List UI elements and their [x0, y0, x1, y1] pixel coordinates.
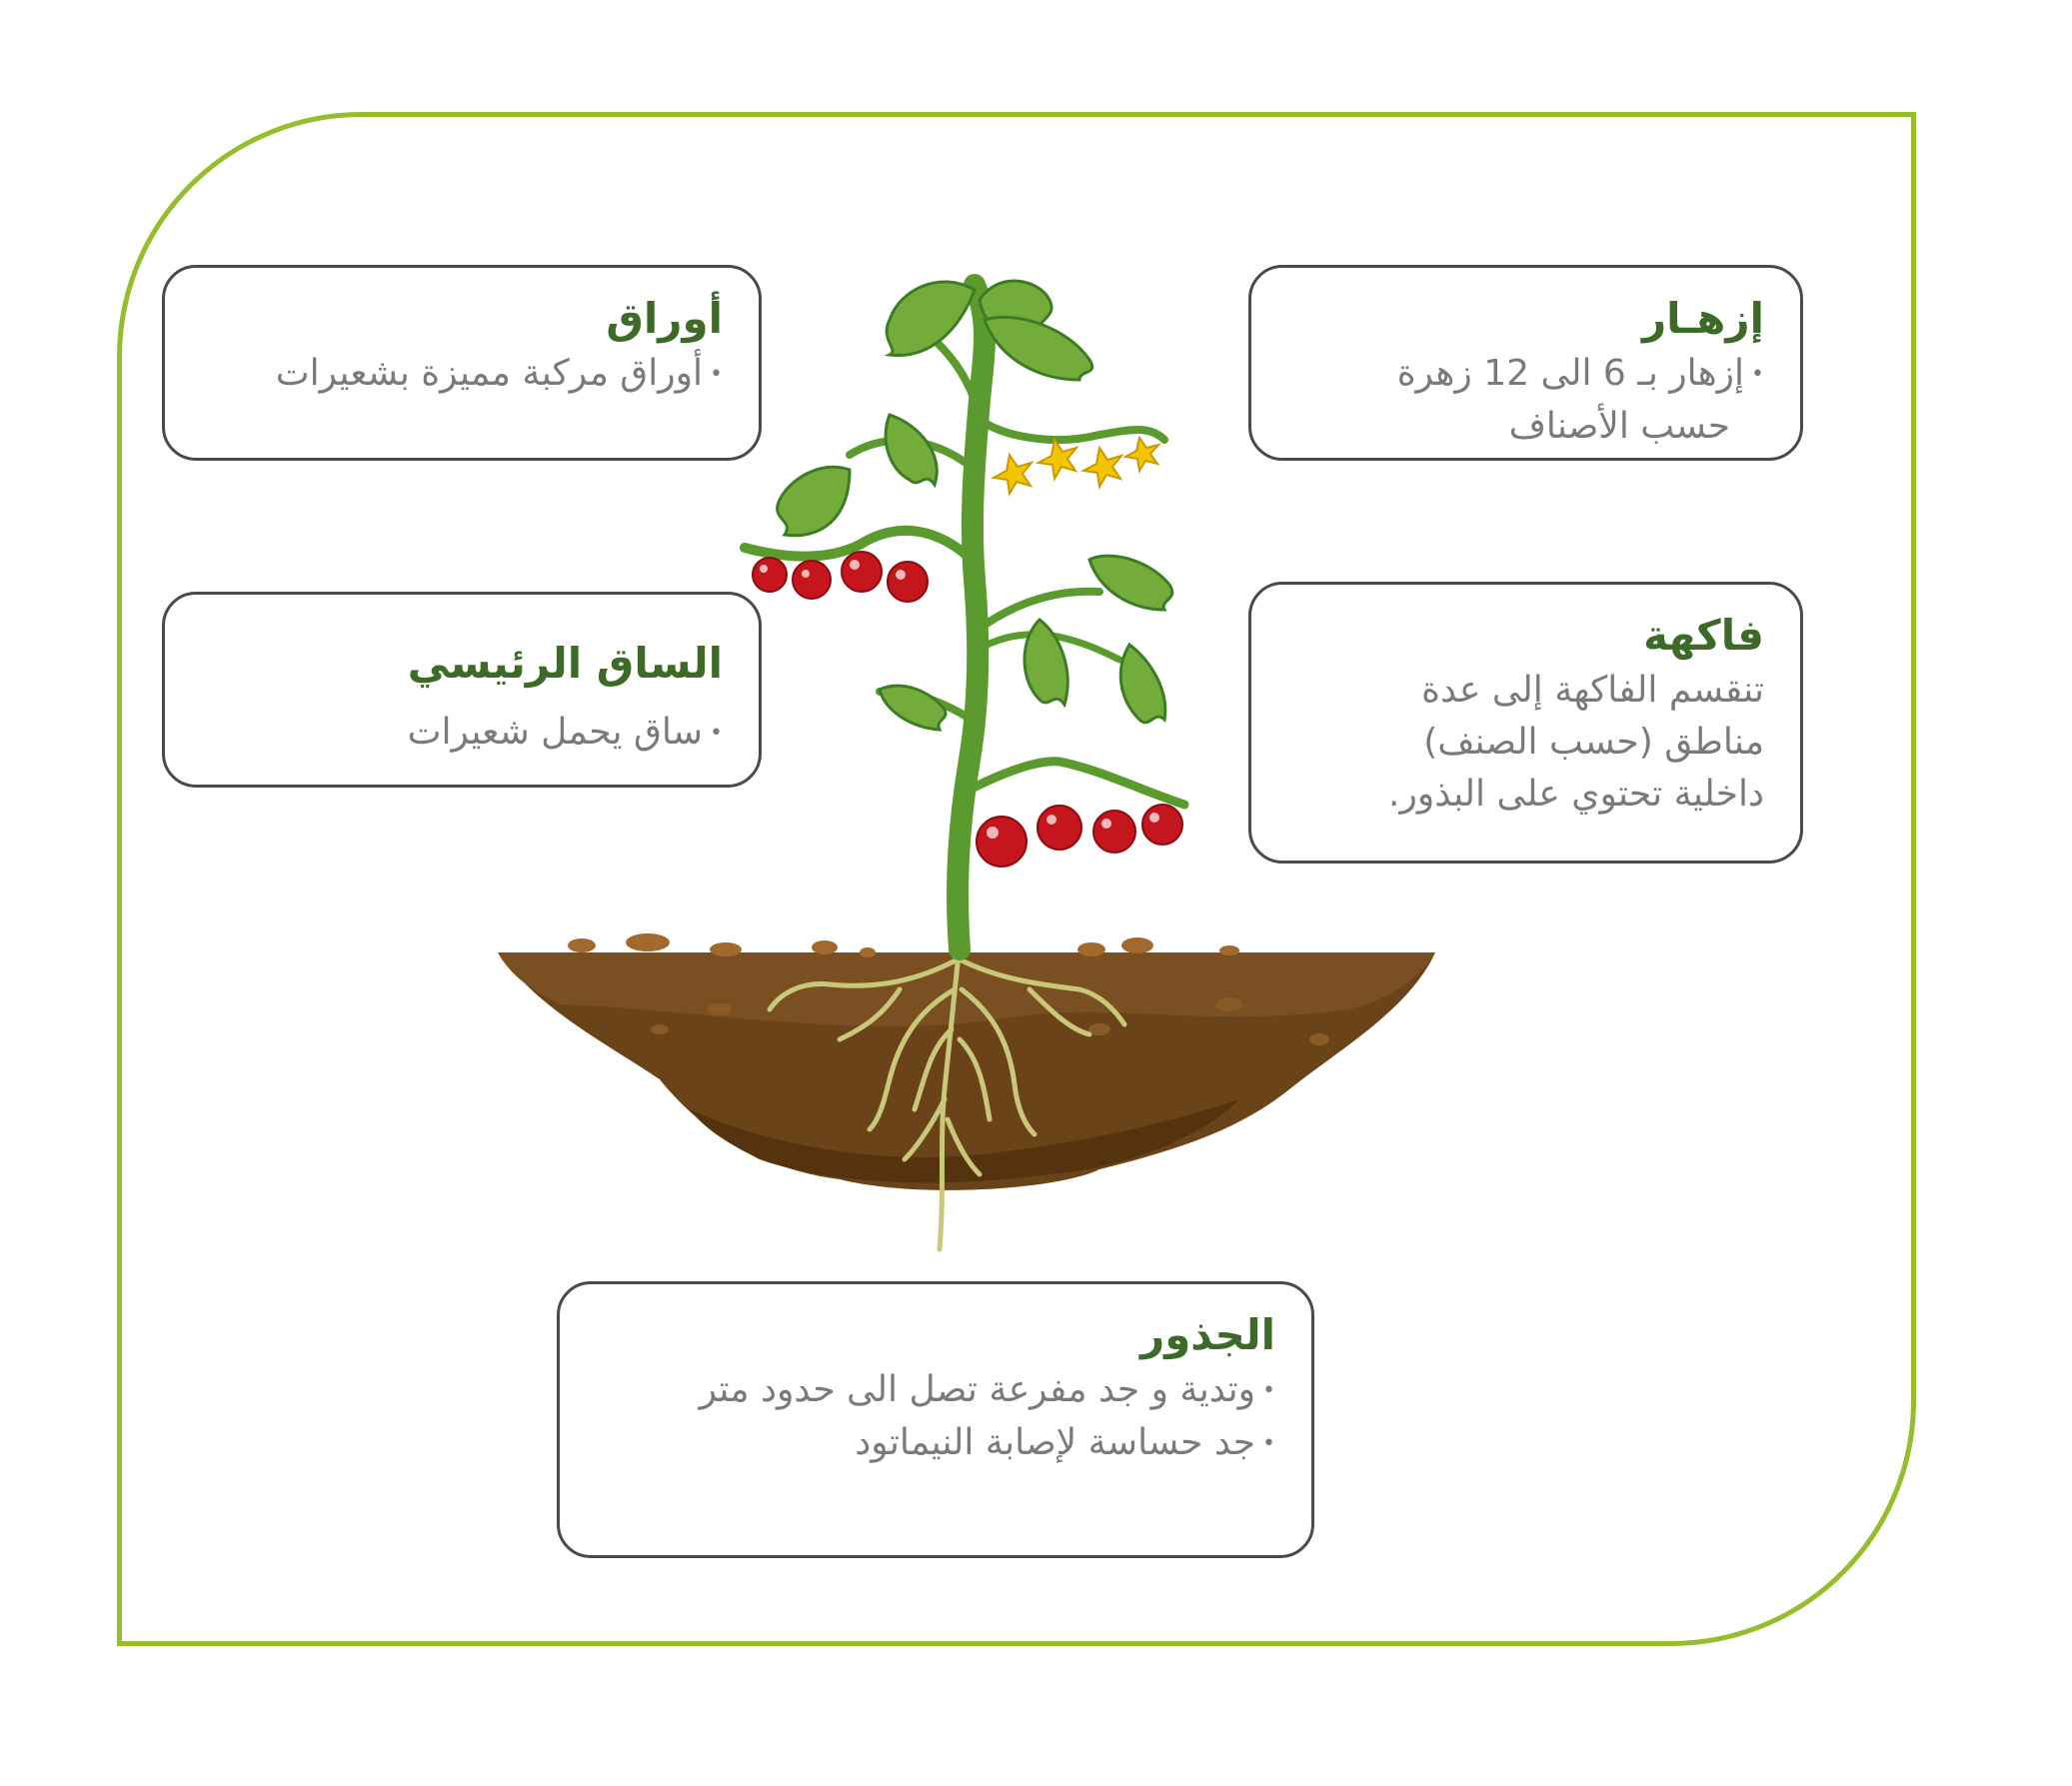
fruit-title: فاكهة [1643, 611, 1764, 660]
roots-card: الجذور وتدية و جد مفرعة تصل الى حدود متر… [557, 1281, 1314, 1558]
roots-description-line-2: جد حساسة لإصابة النيماتود [596, 1417, 1275, 1470]
leaves-description: أوراق مركبة مميزة بشعيرات [201, 348, 723, 401]
fruit-card: فاكهة تنقسم الفاكهة إلى عدة مناطق (حسب ا… [1248, 582, 1803, 864]
main-stem-card: الساق الرئيسي ساق يحمل شعيرات [162, 592, 762, 788]
flowering-description-line-2: حسب الأصناف [1508, 406, 1730, 447]
roots-description-line-1: وتدية و جد مفرعة تصل الى حدود متر [596, 1364, 1275, 1417]
roots-title: الجذور [1140, 1310, 1275, 1359]
leaves-card: أوراق أوراق مركبة مميزة بشعيرات [162, 265, 762, 461]
leaves-title: أوراق [606, 294, 723, 343]
leaves [776, 279, 1174, 732]
flowers [990, 435, 1161, 497]
flowering-card: إزهـار إزهار بـ 6 الى 12 زهرة حسب الأصنا… [1248, 265, 1803, 461]
flowering-title: إزهـار [1641, 294, 1764, 343]
flowering-description-line-1: إزهار بـ 6 الى 12 زهرة [1287, 348, 1764, 401]
roots [767, 941, 1127, 1252]
soil [498, 933, 1435, 1190]
main-stem-title: الساق الرئيسي [407, 639, 723, 688]
diagram-frame [117, 112, 1916, 1646]
fruit-description-line-1: تنقسم الفاكهة إلى عدة [1421, 670, 1764, 711]
tomato-highlights [760, 560, 1159, 839]
fruit-description-line-2: مناطق (حسب الصنف) [1423, 722, 1764, 763]
main-stem-description: ساق يحمل شعيرات [201, 707, 723, 760]
fruit-description-line-3: داخلية تحتوي على البذور. [1388, 774, 1764, 815]
